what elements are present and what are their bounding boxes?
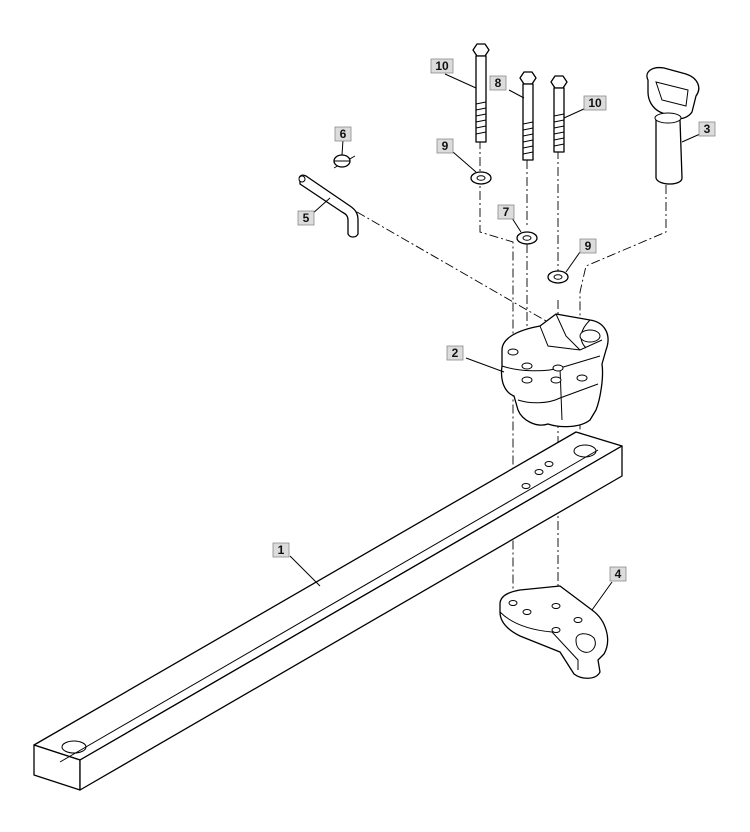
drawbar-part xyxy=(33,431,623,791)
callout-label-5[interactable]: 5 xyxy=(297,210,315,226)
bolt-part-10-right xyxy=(550,75,568,153)
svg-text:2: 2 xyxy=(452,346,459,360)
callout-label-10-left[interactable]: 10 xyxy=(430,58,454,74)
svg-text:8: 8 xyxy=(495,76,502,90)
hitch-plate-part xyxy=(499,585,609,679)
bolt-part-8 xyxy=(519,71,537,161)
washer-part-9-lower xyxy=(547,270,569,284)
callout-label-7[interactable]: 7 xyxy=(497,204,515,220)
callout-label-4[interactable]: 4 xyxy=(609,566,627,582)
washer-part-9-top xyxy=(470,171,492,185)
svg-text:10: 10 xyxy=(435,59,449,73)
svg-text:9: 9 xyxy=(585,239,592,253)
leader-lines xyxy=(289,73,701,611)
hitch-pin-part xyxy=(646,66,700,185)
callout-label-9-top[interactable]: 9 xyxy=(436,138,454,154)
callout-label-9-lower[interactable]: 9 xyxy=(579,238,597,254)
callout-label-1[interactable]: 1 xyxy=(272,542,290,558)
callout-label-6[interactable]: 6 xyxy=(334,126,352,142)
svg-text:10: 10 xyxy=(588,96,602,110)
svg-text:4: 4 xyxy=(615,567,622,581)
l-pin-part xyxy=(298,174,359,238)
callout-label-8[interactable]: 8 xyxy=(489,75,507,91)
svg-text:3: 3 xyxy=(704,122,711,136)
svg-text:5: 5 xyxy=(303,211,310,225)
callout-label-10-right[interactable]: 10 xyxy=(583,95,607,111)
svg-text:6: 6 xyxy=(340,127,347,141)
hitch-body-part xyxy=(500,313,609,428)
washer-part-7 xyxy=(516,231,538,245)
callout-label-3[interactable]: 3 xyxy=(698,121,716,137)
svg-text:9: 9 xyxy=(442,139,449,153)
svg-text:7: 7 xyxy=(503,205,510,219)
callout-label-2[interactable]: 2 xyxy=(446,345,464,361)
bolt-part-10-left xyxy=(472,43,490,143)
svg-text:1: 1 xyxy=(278,543,285,557)
retaining-clip-part xyxy=(333,154,351,168)
